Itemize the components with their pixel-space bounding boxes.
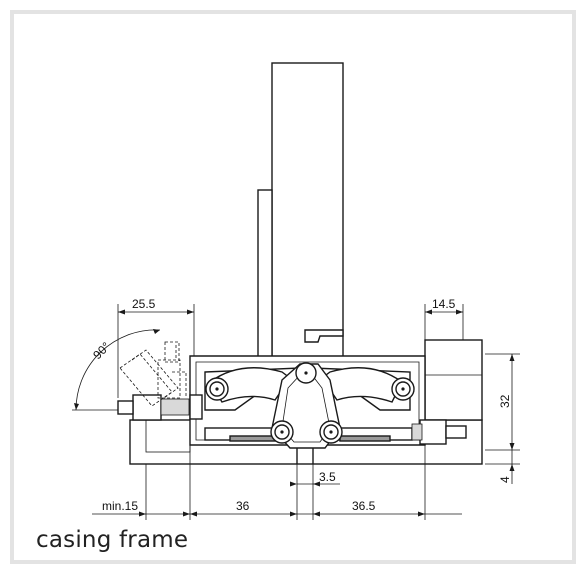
dim-label-gap: 3.5 [319, 470, 336, 484]
dim-label-angle: 90° [90, 339, 113, 362]
door-leaf [257, 62, 344, 359]
dimension-lines [72, 304, 520, 520]
dim-label-bottom-mid: 36 [236, 499, 250, 513]
caption: casing frame [36, 527, 189, 553]
dim-label-top-right: 14.5 [432, 297, 456, 311]
dim-label-right-small: 4 [498, 476, 512, 483]
dim-label-top-left: 25.5 [132, 297, 156, 311]
dim-label-bottom-right: 36.5 [352, 499, 376, 513]
hinge-mechanism [117, 355, 467, 449]
open-position-ghost [119, 341, 187, 407]
dimension-arrows [74, 309, 515, 517]
dim-label-right-height: 32 [498, 394, 512, 408]
dim-label-bottom-min: min.15 [102, 499, 138, 513]
